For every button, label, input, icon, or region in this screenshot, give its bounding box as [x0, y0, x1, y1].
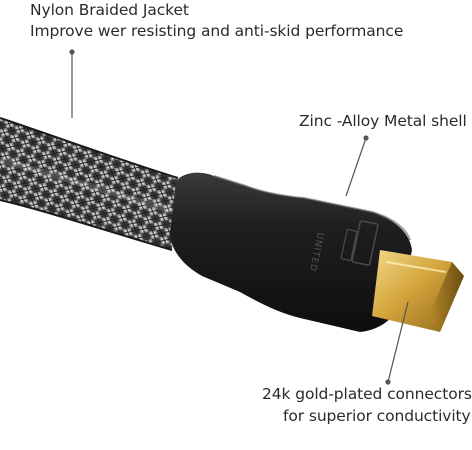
metal-shell: UNITED [170, 172, 412, 332]
jacket-callout-title: Nylon Braided Jacket [30, 1, 189, 19]
jacket-callout-description: Improve wer resisting and anti-skid perf… [30, 22, 404, 40]
shell-callout-title: Zinc -Alloy Metal shell [299, 112, 467, 130]
callout-leader-lines [69, 49, 409, 385]
braided-cable [0, 117, 179, 251]
connector-callout-line2: for superior conductivity [283, 407, 471, 425]
gold-connector [372, 250, 464, 332]
connector-callout-line1: 24k gold-plated connectors [262, 385, 472, 403]
